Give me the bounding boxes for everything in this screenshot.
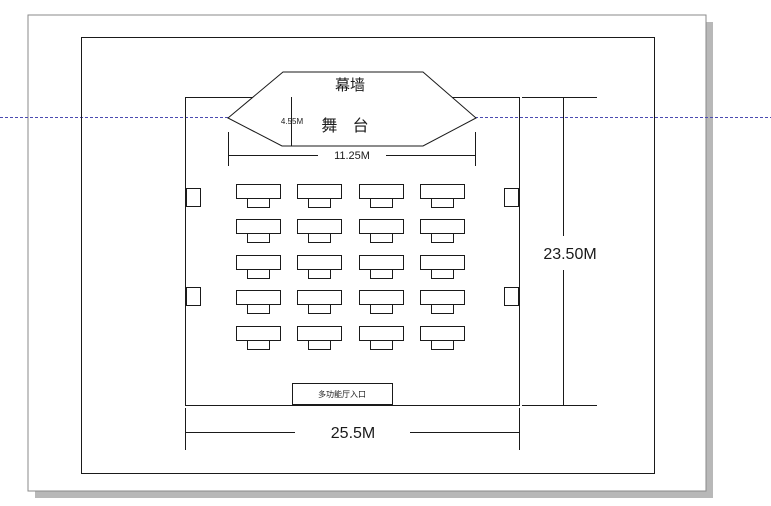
seat-table xyxy=(236,290,281,305)
seat-chair xyxy=(370,269,393,279)
seat-unit xyxy=(359,326,404,350)
seat-chair xyxy=(247,269,270,279)
seat-chair xyxy=(308,304,331,314)
stage-width-label: 11.25M xyxy=(334,150,370,162)
seat-chair xyxy=(431,198,454,208)
seat-chair xyxy=(431,233,454,243)
seat-unit xyxy=(297,290,342,314)
seat-chair xyxy=(247,198,270,208)
seat-chair xyxy=(431,340,454,350)
seat-table xyxy=(359,219,404,234)
seat-unit xyxy=(236,255,281,279)
seat-unit xyxy=(297,184,342,208)
wall-box-right-lower xyxy=(504,287,519,306)
seat-chair xyxy=(370,198,393,208)
stage-area xyxy=(227,71,477,147)
seating-grid xyxy=(236,184,465,350)
seat-table xyxy=(297,255,342,270)
seat-chair xyxy=(370,340,393,350)
seat-chair xyxy=(431,304,454,314)
seat-chair xyxy=(370,304,393,314)
seat-unit xyxy=(297,326,342,350)
seat-table xyxy=(420,184,465,199)
stage-depth-label: 4.55M xyxy=(281,117,304,126)
seat-unit xyxy=(297,255,342,279)
seat-chair xyxy=(308,269,331,279)
seat-table xyxy=(297,290,342,305)
seat-chair xyxy=(370,233,393,243)
seat-unit xyxy=(359,290,404,314)
wall-box-left-upper xyxy=(186,188,201,207)
seat-table xyxy=(420,290,465,305)
drawing-frame xyxy=(81,37,655,474)
seat-table xyxy=(420,326,465,341)
entrance-box xyxy=(292,383,393,405)
seat-table xyxy=(420,255,465,270)
seat-chair xyxy=(308,233,331,243)
seat-unit xyxy=(420,219,465,243)
seat-unit xyxy=(359,219,404,243)
seat-chair xyxy=(431,269,454,279)
wall-box-right-upper xyxy=(504,188,519,207)
seat-table xyxy=(359,184,404,199)
stage-label: 舞 台 xyxy=(321,116,368,135)
seat-unit xyxy=(420,326,465,350)
seat-chair xyxy=(247,233,270,243)
seat-table xyxy=(297,219,342,234)
seat-table xyxy=(297,326,342,341)
seat-unit xyxy=(236,219,281,243)
wall-box-left-lower xyxy=(186,287,201,306)
seat-chair xyxy=(308,198,331,208)
seat-table xyxy=(236,184,281,199)
seat-chair xyxy=(308,340,331,350)
seat-unit xyxy=(297,219,342,243)
seat-unit xyxy=(359,255,404,279)
seat-table xyxy=(359,290,404,305)
seat-unit xyxy=(359,184,404,208)
seat-unit xyxy=(420,184,465,208)
seat-chair xyxy=(247,304,270,314)
seat-table xyxy=(236,326,281,341)
seat-unit xyxy=(236,290,281,314)
seat-table xyxy=(236,219,281,234)
seat-table xyxy=(359,255,404,270)
room-depth-label: 23.50M xyxy=(543,246,596,263)
seat-chair xyxy=(247,340,270,350)
seat-table xyxy=(420,219,465,234)
seat-table xyxy=(236,255,281,270)
entrance-label: 多功能厅入口 xyxy=(318,389,366,399)
seat-unit xyxy=(236,326,281,350)
seat-unit xyxy=(420,255,465,279)
curtain-wall-label: 幕墙 xyxy=(335,76,365,94)
seat-unit xyxy=(420,290,465,314)
room-width-label: 25.5M xyxy=(331,425,375,442)
seat-unit xyxy=(236,184,281,208)
seat-table xyxy=(359,326,404,341)
seat-table xyxy=(297,184,342,199)
